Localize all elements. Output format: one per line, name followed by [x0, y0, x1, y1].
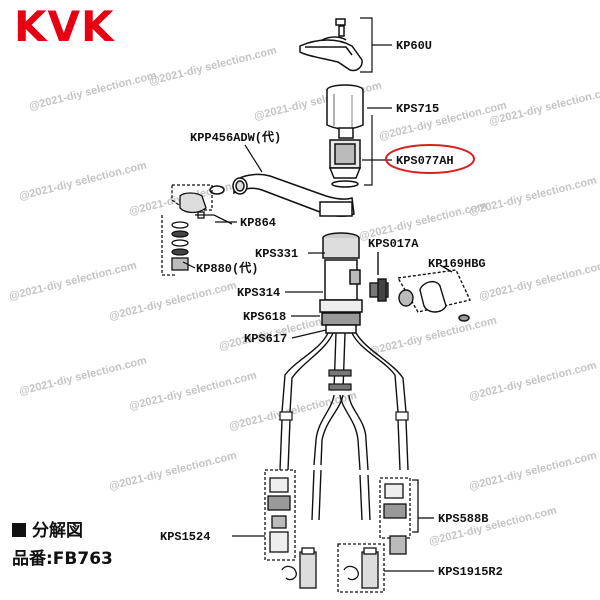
- watermark-text: @2021-diy selection.com: [18, 354, 148, 397]
- label-kps618: KPS618: [243, 310, 286, 324]
- bracket-kp60u: [360, 17, 392, 73]
- label-kps1915r2: KPS1915R2: [438, 565, 503, 579]
- faucet-body-part: [319, 232, 363, 334]
- label-kpp456adw: KPP456ADW(代): [190, 129, 281, 145]
- label-kps331: KPS331: [255, 247, 298, 261]
- hose-bands: [279, 369, 409, 421]
- brand-logo: KVK: [14, 2, 115, 51]
- label-kp864: KP864: [240, 216, 276, 230]
- watermark-text: @2021-diy selection.com: [228, 389, 358, 432]
- diagram-title: 分解図: [12, 523, 83, 540]
- watermark-text: @2021-diy selection.com: [108, 449, 238, 492]
- watermark-text: @2021-diy selection.com: [428, 504, 558, 547]
- label-kps077ah: KPS077AH: [396, 154, 454, 168]
- supply-hoses: [279, 332, 409, 521]
- label-kps588b: KPS588B: [438, 512, 488, 526]
- aerator-group: [161, 184, 233, 276]
- watermark-text: @2021-diy selection.com: [468, 174, 598, 217]
- highlight-circle: [385, 144, 475, 174]
- watermark-text: @2021-diy selection.com: [28, 69, 158, 112]
- side-handle-part: [396, 264, 472, 322]
- watermark-text: @2021-diy selection.com: [468, 359, 598, 402]
- bracket-upper: [364, 115, 373, 186]
- cartridge-part: [328, 127, 392, 188]
- bottom-fittings: [281, 543, 434, 593]
- label-kp169hbg: KP169HBG: [428, 257, 486, 271]
- label-kps715: KPS715: [396, 102, 439, 116]
- label-kps314: KPS314: [237, 286, 280, 300]
- square-bullet-icon: [12, 523, 26, 537]
- watermark-text: @2021-diy selection.com: [468, 449, 598, 492]
- cover-cap-part: [326, 84, 392, 130]
- leader-lines: [182, 221, 327, 339]
- label-kps1524: KPS1524: [160, 530, 210, 544]
- label-kps617: KPS617: [244, 332, 287, 346]
- watermark-text: @2021-diy selection.com: [478, 259, 600, 302]
- fitting-right: [379, 477, 434, 555]
- fitting-left: [232, 469, 296, 561]
- label-kps017a: KPS017A: [368, 237, 419, 251]
- watermark-text: @2021-diy selection.com: [18, 159, 148, 202]
- watermark-text: @2021-diy selection.com: [148, 44, 278, 87]
- diagram-title-text: 分解図: [32, 521, 83, 541]
- watermark-text: @2021-diy selection.com: [8, 259, 138, 302]
- label-kp60u: KP60U: [396, 39, 432, 53]
- watermark-text: @2021-diy selection.com: [108, 279, 238, 322]
- watermark-text: @2021-diy selection.com: [128, 369, 258, 412]
- handle-lever-part: [299, 18, 363, 72]
- watermark-text: @2021-diy selection.com: [368, 314, 498, 357]
- leader-kpp456: [244, 144, 263, 173]
- watermark-layer: @2021-diy selection.com@2021-diy selecti…: [8, 44, 600, 547]
- model-number: 品番:FB763: [12, 549, 113, 569]
- spout-part: [209, 173, 355, 217]
- diverter-part: [369, 252, 389, 302]
- label-kp880: KP880(代): [196, 260, 258, 276]
